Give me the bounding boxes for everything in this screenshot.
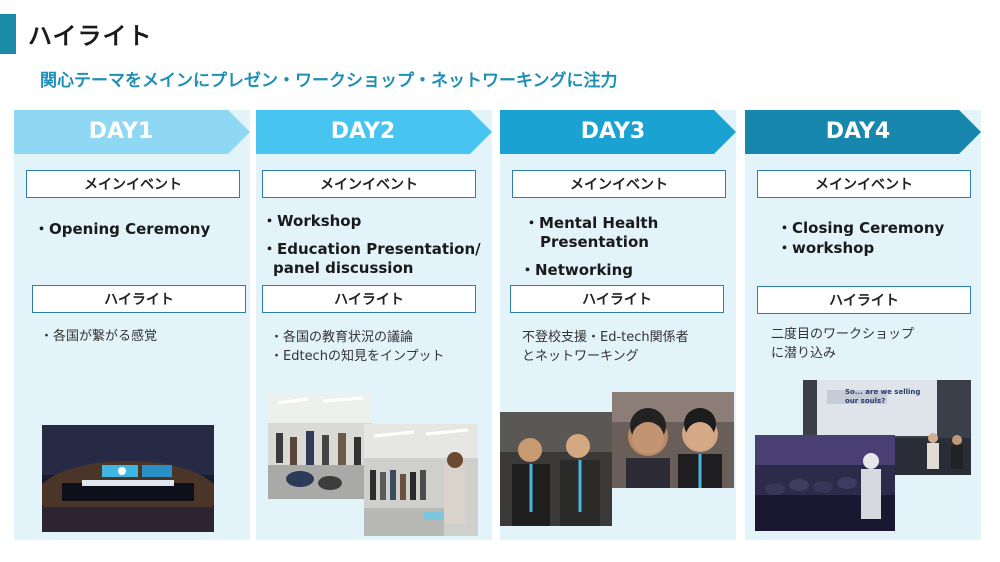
day2-workshop-photo-1: [268, 393, 372, 499]
day2-event-3: panel discussion: [273, 259, 414, 277]
day1-event-1: ・Opening Ceremony: [34, 220, 211, 238]
day3-highlight-header: ハイライト: [510, 285, 724, 313]
day4-highlight-1: 二度目のワークショップ: [771, 327, 915, 342]
day4-main-event-header: メインイベント: [757, 170, 971, 198]
day3-networking-photo-2: [612, 392, 734, 488]
day2-highlight-header: ハイライト: [262, 285, 476, 313]
day1-column: DAY1 メインイベント ・Opening Ceremony ハイライト ・各国…: [14, 110, 250, 540]
day1-highlight-1: ・各国が繋がる感覚: [40, 329, 158, 344]
day1-label: DAY1: [88, 119, 154, 144]
day3-networking-photo-1: [500, 412, 612, 526]
day4-workshop-photo: [755, 435, 895, 531]
day2-column: DAY2 メインイベント ・Workshop ・Education Presen…: [256, 110, 492, 540]
title-accent-bar: [0, 14, 16, 54]
day2-highlight-1: ・各国の教育状況の議論: [270, 330, 414, 345]
page-subtitle: 関心テーマをメインにプレゼン・ワークショップ・ネットワーキングに注力: [40, 71, 618, 91]
day2-highlight-2: ・Edtechの知見をインプット: [270, 349, 445, 364]
day4-event-2: ・workshop: [777, 239, 875, 257]
day3-column: DAY3 メインイベント ・Mental Health Presentation…: [500, 110, 736, 540]
day4-label: DAY4: [825, 119, 891, 144]
day4-highlight-2: に潜り込み: [771, 346, 837, 361]
day3-event-2: Presentation: [540, 233, 649, 251]
day4-arrow: [745, 110, 981, 154]
day2-event-1: ・Workshop: [262, 212, 362, 230]
day3-main-event-header: メインイベント: [512, 170, 726, 198]
day3-arrow: [500, 110, 736, 154]
day4-highlight-header: ハイライト: [757, 286, 971, 314]
day1-ceremony-photo: [42, 425, 214, 532]
day3-highlight-2: とネットワーキング: [522, 349, 639, 364]
day2-arrow: [256, 110, 492, 154]
day4-slide-text: So... are we selling our souls?: [845, 388, 921, 405]
page-title: ハイライト: [28, 22, 153, 50]
day3-highlight-1: 不登校支援・Ed-tech関係者: [522, 330, 689, 345]
day3-label: DAY3: [580, 119, 646, 144]
day3-event-3: ・Networking: [520, 261, 633, 279]
day4-event-1: ・Closing Ceremony: [777, 219, 945, 237]
day2-label: DAY2: [330, 119, 396, 144]
day3-event-1: ・Mental Health: [524, 214, 659, 232]
day1-main-event-header: メインイベント: [26, 170, 240, 198]
day4-column: DAY4 メインイベント ・Closing Ceremony ・workshop…: [745, 110, 981, 540]
day2-workshop-photo-2: [364, 424, 478, 536]
day1-highlight-header: ハイライト: [32, 285, 246, 313]
day1-arrow: [14, 110, 250, 154]
day2-event-2: ・Education Presentation/: [262, 240, 481, 258]
day2-main-event-header: メインイベント: [262, 170, 476, 198]
